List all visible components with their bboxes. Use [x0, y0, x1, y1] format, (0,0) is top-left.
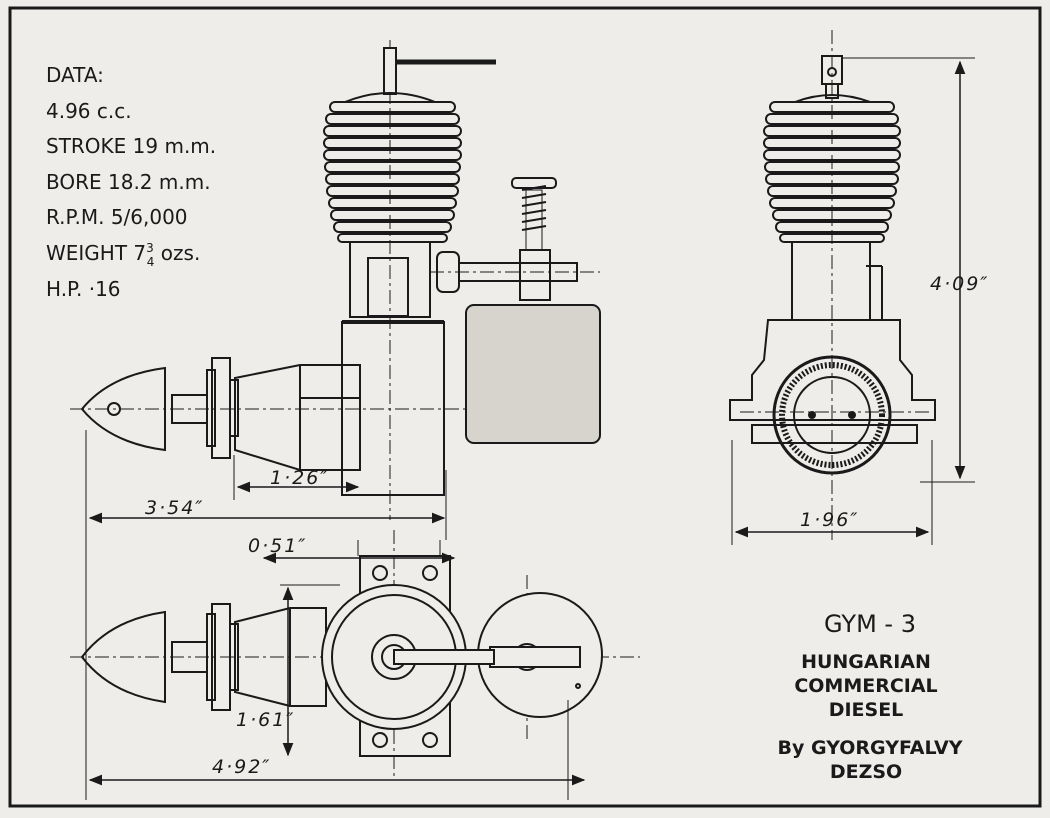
spec-block: DATA: 4.96 c.c. STROKE 19 m.m. BORE 18.2…: [46, 63, 216, 301]
dim-label-1-96: 1·96″: [800, 509, 859, 531]
spinner-side: [80, 366, 166, 452]
crank-disc-front: [772, 355, 892, 475]
compression-lever-plan: [393, 649, 495, 665]
crankcase-front: [729, 319, 936, 421]
cylinder-fins-side: [323, 92, 462, 243]
spinner-plan: [80, 610, 166, 704]
spec-displacement: 4.96 c.c.: [46, 99, 132, 123]
title-block: GYM - 3 HUNGARIAN COMMERCIAL DIESEL By G…: [778, 610, 963, 783]
compression-screw: [383, 47, 397, 95]
spec-hp: H.P. ·16: [46, 277, 121, 301]
title-model: GYM - 3: [824, 610, 916, 638]
dim-label-4-09: 4·09″: [930, 273, 989, 295]
title-line-1: HUNGARIAN: [801, 651, 931, 673]
spec-heading: DATA:: [46, 63, 104, 87]
title-author-2: DEZSO: [830, 761, 902, 783]
dim-label-0-51: 0·51″: [248, 535, 307, 557]
spec-rpm: R.P.M. 5/6,000: [46, 205, 188, 229]
fuel-tank-side: [465, 304, 601, 444]
side-view: [70, 40, 601, 800]
plan-view: [70, 530, 640, 800]
title-line-2: COMMERCIAL: [794, 675, 937, 697]
cylinder-fins-front: [763, 94, 901, 243]
needle-valve-block: [519, 249, 551, 301]
spec-stroke: STROKE 19 m.m.: [46, 134, 216, 158]
front-view: [729, 30, 975, 545]
needle-valve-knob: [511, 177, 557, 189]
title-line-3: DIESEL: [829, 699, 904, 721]
dim-label-1-61: 1·61″: [236, 709, 295, 731]
spec-bore: BORE 18.2 m.m.: [46, 170, 211, 194]
dim-label-4-92: 4·92″: [212, 756, 271, 778]
dim-label-1-26: 1·26″: [270, 467, 329, 489]
dim-label-3-54: 3·54″: [145, 497, 204, 519]
cylinder-body-front: [791, 241, 871, 321]
needle-valve-plan: [489, 646, 581, 668]
title-author-1: By GYORGYFALVY: [778, 737, 963, 759]
sheet-border: [8, 6, 1042, 808]
